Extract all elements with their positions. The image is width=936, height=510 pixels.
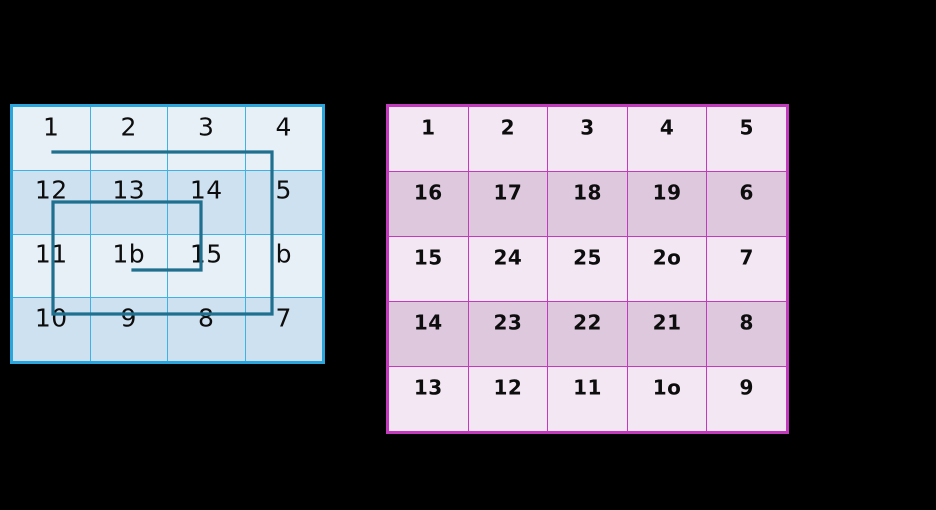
cell-value: 14 (189, 175, 223, 205)
grid-cell[interactable]: 15 (167, 233, 246, 299)
grid-cell[interactable]: 5 (244, 169, 324, 235)
cell-value: 10 (34, 303, 68, 333)
table-row: 1 2 3 4 5 (387, 105, 788, 172)
grid-cell[interactable]: 1o (626, 366, 708, 433)
cell-value: 9 (739, 375, 754, 400)
cell-value: 15 (189, 239, 223, 269)
grid-cell[interactable]: 1 (387, 105, 469, 172)
grid-cell[interactable]: 7 (244, 297, 324, 363)
cell-value: 11 (34, 239, 68, 269)
cell-value: 2 (120, 112, 137, 142)
cell-value: 7 (275, 303, 292, 333)
grid-cell[interactable]: 7 (706, 236, 788, 302)
blue-spiral-grid: 1 2 3 4 12 13 14 5 11 1b 15 b 10 9 8 7 (10, 104, 325, 364)
cell-value: 25 (573, 245, 602, 270)
cell-value: 19 (652, 180, 682, 205)
cell-value: 6 (739, 180, 754, 205)
cell-value: 1 (43, 112, 60, 142)
cell-value: 23 (493, 310, 523, 335)
cell-value: 3 (580, 115, 595, 140)
cell-value: 18 (573, 180, 602, 205)
grid-cell[interactable]: 22 (547, 301, 628, 367)
grid-cell[interactable]: 17 (467, 171, 549, 237)
grid-cell[interactable]: 13 (387, 366, 469, 433)
cell-value: 5 (275, 175, 292, 205)
grid-cell[interactable]: 12 (11, 169, 91, 235)
cell-value: 4 (275, 112, 292, 142)
cell-value: 12 (493, 375, 523, 400)
table-row: 13 12 11 1o 9 (387, 366, 788, 433)
grid-cell[interactable]: 2 (89, 105, 168, 171)
grid-cell[interactable]: 2o (626, 236, 708, 302)
cell-value: 13 (112, 175, 146, 205)
grid-cell[interactable]: 14 (167, 169, 246, 235)
magenta-number-grid: 1 2 3 4 5 16 17 18 19 6 15 24 25 2o 7 (386, 104, 789, 434)
cell-value: 15 (413, 245, 443, 270)
cell-value: 17 (493, 180, 523, 205)
cell-value: 21 (652, 310, 682, 335)
cell-value: 8 (198, 303, 215, 333)
grid-cell[interactable]: 19 (626, 171, 708, 237)
grid-cell[interactable]: b (244, 233, 324, 299)
cell-value: 5 (739, 115, 754, 140)
grid-cell[interactable]: 10 (11, 297, 91, 363)
grid-cell[interactable]: 25 (547, 236, 628, 302)
grid-cell[interactable]: 8 (167, 297, 246, 363)
grid-cell[interactable]: 15 (387, 236, 469, 302)
grid-cell[interactable]: 24 (467, 236, 549, 302)
table-row: 14 23 22 21 8 (387, 301, 788, 367)
cell-value: 1 (421, 115, 436, 140)
grid-cell[interactable]: 4 (244, 105, 324, 171)
grid-cell[interactable]: 11 (11, 233, 91, 299)
cell-value: 4 (659, 115, 675, 140)
grid-cell[interactable]: 14 (387, 301, 469, 367)
grid-cell[interactable]: 23 (467, 301, 549, 367)
grid-cell[interactable]: 13 (89, 169, 168, 235)
cell-value: 24 (493, 245, 523, 270)
grid-cell[interactable]: 3 (167, 105, 246, 171)
grid-cell[interactable]: 8 (706, 301, 788, 367)
grid-cell[interactable]: 21 (626, 301, 708, 367)
cell-value: b (275, 239, 292, 269)
spiral-grid-table: 1 2 3 4 12 13 14 5 11 1b 15 b 10 9 8 7 (10, 104, 325, 364)
cell-value: 13 (413, 375, 443, 400)
cell-value: 22 (573, 310, 602, 335)
cell-value: 12 (34, 175, 68, 205)
grid-cell[interactable]: 3 (547, 105, 628, 172)
grid-cell[interactable]: 2 (467, 105, 549, 172)
cell-value: 11 (573, 375, 602, 400)
table-row: 10 9 8 7 (11, 297, 324, 363)
cell-value: 7 (739, 245, 754, 270)
grid-cell[interactable]: 4 (626, 105, 708, 172)
table-row: 15 24 25 2o 7 (387, 236, 788, 302)
table-row: 12 13 14 5 (11, 169, 324, 235)
cell-value: 8 (739, 310, 754, 335)
grid-cell[interactable]: 11 (547, 366, 628, 433)
grid-cell[interactable]: 1b (89, 233, 168, 299)
grid-cell[interactable]: 5 (706, 105, 788, 172)
grid-cell[interactable]: 9 (706, 366, 788, 433)
cell-value: 14 (413, 310, 443, 335)
table-row: 11 1b 15 b (11, 233, 324, 299)
grid-cell[interactable]: 1 (11, 105, 91, 171)
grid-cell[interactable]: 9 (89, 297, 168, 363)
cell-value: 2 (500, 115, 516, 140)
table-row: 16 17 18 19 6 (387, 171, 788, 237)
cell-value: 16 (413, 180, 443, 205)
grid-cell[interactable]: 12 (467, 366, 549, 433)
cell-value: 1o (652, 375, 682, 400)
cell-value: 3 (198, 112, 215, 142)
cell-value: 1b (112, 239, 146, 269)
table-row: 1 2 3 4 (11, 105, 324, 171)
cell-value: 9 (120, 303, 137, 333)
grid-cell[interactable]: 16 (387, 171, 469, 237)
number-grid-table: 1 2 3 4 5 16 17 18 19 6 15 24 25 2o 7 (386, 104, 789, 434)
cell-value: 2o (652, 245, 682, 270)
grid-cell[interactable]: 6 (706, 171, 788, 237)
grid-cell[interactable]: 18 (547, 171, 628, 237)
